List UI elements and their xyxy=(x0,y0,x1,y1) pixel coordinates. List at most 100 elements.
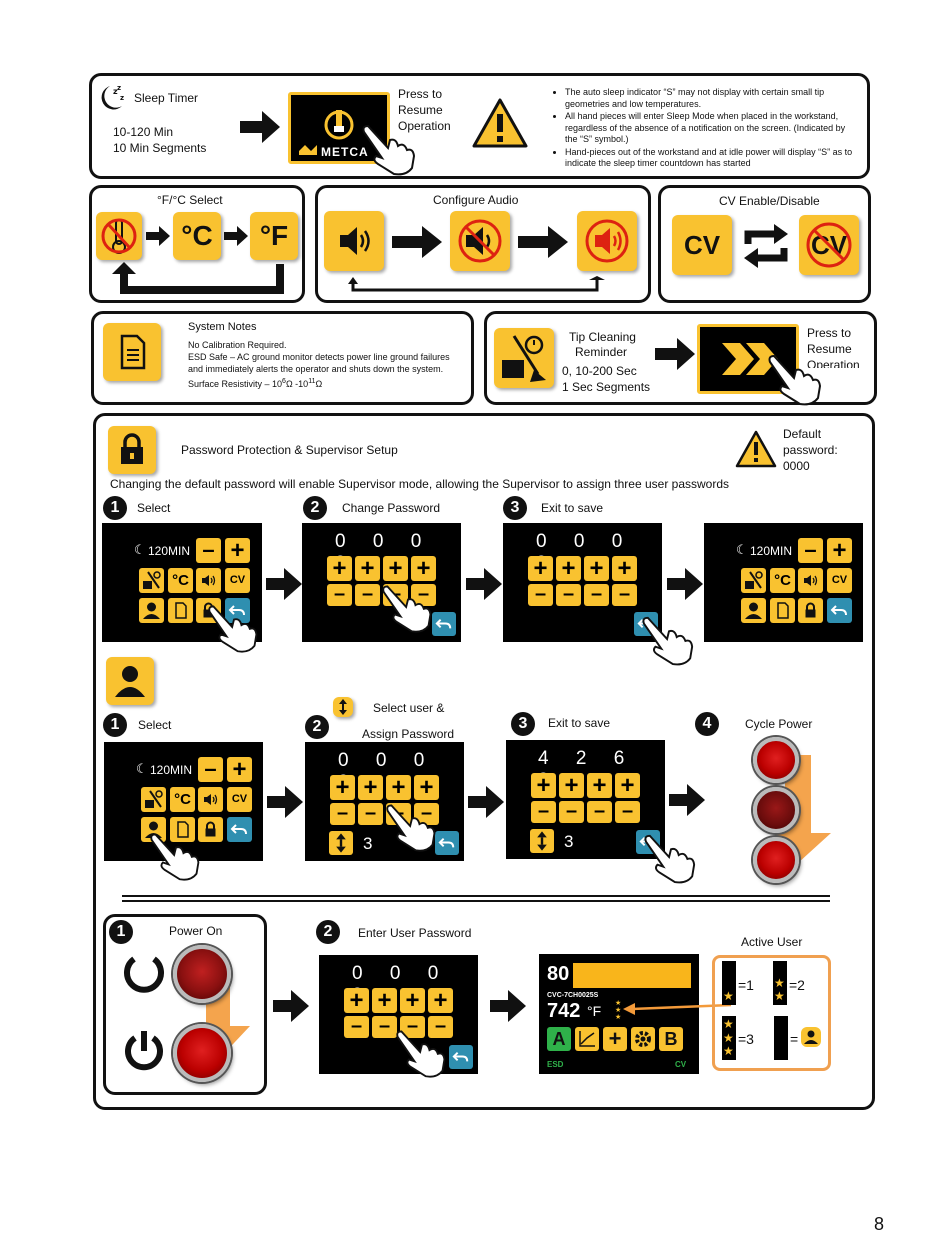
pointing-hand-icon xyxy=(394,1025,450,1084)
user-select-button[interactable] xyxy=(530,829,554,853)
settings-gear-button[interactable] xyxy=(631,1027,655,1051)
fahrenheit-tile[interactable]: °F xyxy=(250,212,298,260)
cv-disabled-tile[interactable]: CV xyxy=(799,215,859,275)
minus-button[interactable]: – xyxy=(400,1016,425,1038)
notes-button[interactable] xyxy=(170,817,195,842)
arrow-right-icon xyxy=(392,226,442,263)
user-button[interactable] xyxy=(741,598,766,623)
minus-button[interactable]: – xyxy=(330,803,355,825)
document-tile[interactable] xyxy=(103,323,161,381)
resume-logo-screen[interactable]: METCA xyxy=(288,92,390,164)
back-button[interactable] xyxy=(827,598,852,623)
add-button[interactable]: + xyxy=(603,1027,627,1051)
plus-button[interactable]: + xyxy=(428,988,453,1013)
plus-button[interactable]: + xyxy=(355,556,380,581)
back-button[interactable] xyxy=(449,1045,473,1069)
user-select-button[interactable] xyxy=(329,831,353,855)
resistivity-text: Surface Resistivity – 10 xyxy=(188,379,283,389)
lock-button[interactable] xyxy=(198,817,223,842)
power-button[interactable] xyxy=(753,737,799,783)
btn-b[interactable]: B xyxy=(659,1027,683,1051)
notes-button[interactable] xyxy=(770,598,795,623)
user-tile[interactable] xyxy=(106,657,154,705)
plus-button[interactable]: + xyxy=(327,556,352,581)
back-button[interactable] xyxy=(227,817,252,842)
minus-button[interactable]: – xyxy=(528,584,553,606)
celsius-button[interactable]: °C xyxy=(770,568,795,593)
plus-button[interactable]: + xyxy=(400,988,425,1013)
minus-button[interactable]: – xyxy=(556,584,581,606)
cv-button[interactable]: CV xyxy=(225,568,250,593)
plus-button[interactable]: + xyxy=(227,757,252,782)
cv-button[interactable]: CV xyxy=(227,787,252,812)
cv-button[interactable]: CV xyxy=(827,568,852,593)
plus-button[interactable]: + xyxy=(528,556,553,581)
plus-button[interactable]: + xyxy=(358,775,383,800)
plus-button[interactable]: + xyxy=(225,538,250,563)
minus-button[interactable]: – xyxy=(587,801,612,823)
divider xyxy=(122,895,830,897)
plus-button[interactable]: + xyxy=(383,556,408,581)
btn-a[interactable]: A xyxy=(547,1027,571,1051)
minus-button[interactable]: – xyxy=(414,803,439,825)
plus-button[interactable]: + xyxy=(587,773,612,798)
tip-clean-button[interactable] xyxy=(141,787,166,812)
system-notes-line: ESD Safe – AC ground monitor detects pow… xyxy=(188,352,450,362)
minus-button[interactable]: – xyxy=(358,803,383,825)
minus-button[interactable]: – xyxy=(327,584,352,606)
minus-button[interactable]: – xyxy=(411,584,436,606)
tip-clean-button[interactable] xyxy=(139,568,164,593)
minus-button[interactable]: – xyxy=(612,584,637,606)
tip-clean-button[interactable] xyxy=(741,568,766,593)
minus-button[interactable]: – xyxy=(198,757,223,782)
plus-button[interactable]: + xyxy=(386,775,411,800)
power-button[interactable] xyxy=(753,837,799,883)
graph-button[interactable] xyxy=(575,1027,599,1051)
thermometer-disabled-tile[interactable] xyxy=(96,212,142,260)
minus-button[interactable]: – xyxy=(584,584,609,606)
back-button[interactable] xyxy=(432,612,456,636)
plus-button[interactable]: + xyxy=(414,775,439,800)
minus-button[interactable]: – xyxy=(559,801,584,823)
plus-button[interactable]: + xyxy=(615,773,640,798)
minus-button[interactable]: – xyxy=(196,538,221,563)
plus-button[interactable]: + xyxy=(584,556,609,581)
minus-button[interactable]: – xyxy=(615,801,640,823)
plus-button[interactable]: + xyxy=(559,773,584,798)
plus-button[interactable]: + xyxy=(612,556,637,581)
celsius-button[interactable]: °C xyxy=(168,568,193,593)
power-button-on[interactable] xyxy=(173,1024,231,1082)
power-button[interactable] xyxy=(753,787,799,833)
resume-chevron-screen[interactable] xyxy=(697,324,799,394)
speaker-muted-tile[interactable] xyxy=(450,211,510,271)
lock-tile[interactable] xyxy=(108,426,156,474)
lock-button[interactable] xyxy=(798,598,823,623)
cleaning-bucket-tile[interactable] xyxy=(494,328,554,388)
plus-button[interactable]: + xyxy=(411,556,436,581)
audio-button[interactable] xyxy=(196,568,221,593)
plus-button[interactable]: + xyxy=(330,775,355,800)
plus-button[interactable]: + xyxy=(827,538,852,563)
step-number: 3 xyxy=(511,712,535,736)
notes-button[interactable] xyxy=(168,598,193,623)
minus-button[interactable]: – xyxy=(531,801,556,823)
speaker-red-tile[interactable] xyxy=(577,211,637,271)
user-button[interactable] xyxy=(139,598,164,623)
minus-button[interactable]: – xyxy=(355,584,380,606)
minus-button[interactable]: – xyxy=(798,538,823,563)
back-button[interactable] xyxy=(435,831,459,855)
audio-button[interactable] xyxy=(798,568,823,593)
speaker-on-tile[interactable] xyxy=(324,211,384,271)
plus-button[interactable]: + xyxy=(556,556,581,581)
plus-button[interactable]: + xyxy=(531,773,556,798)
minus-button[interactable]: – xyxy=(344,1016,369,1038)
celsius-button[interactable]: °C xyxy=(170,787,195,812)
audio-button[interactable] xyxy=(198,787,223,812)
minus-button[interactable]: – xyxy=(372,1016,397,1038)
plus-button[interactable]: + xyxy=(372,988,397,1013)
celsius-tile[interactable]: °C xyxy=(173,212,221,260)
plus-button[interactable]: + xyxy=(344,988,369,1013)
power-button-off[interactable] xyxy=(173,945,231,1003)
cv-enabled-tile[interactable]: CV xyxy=(672,215,732,275)
minus-button[interactable]: – xyxy=(428,1016,453,1038)
